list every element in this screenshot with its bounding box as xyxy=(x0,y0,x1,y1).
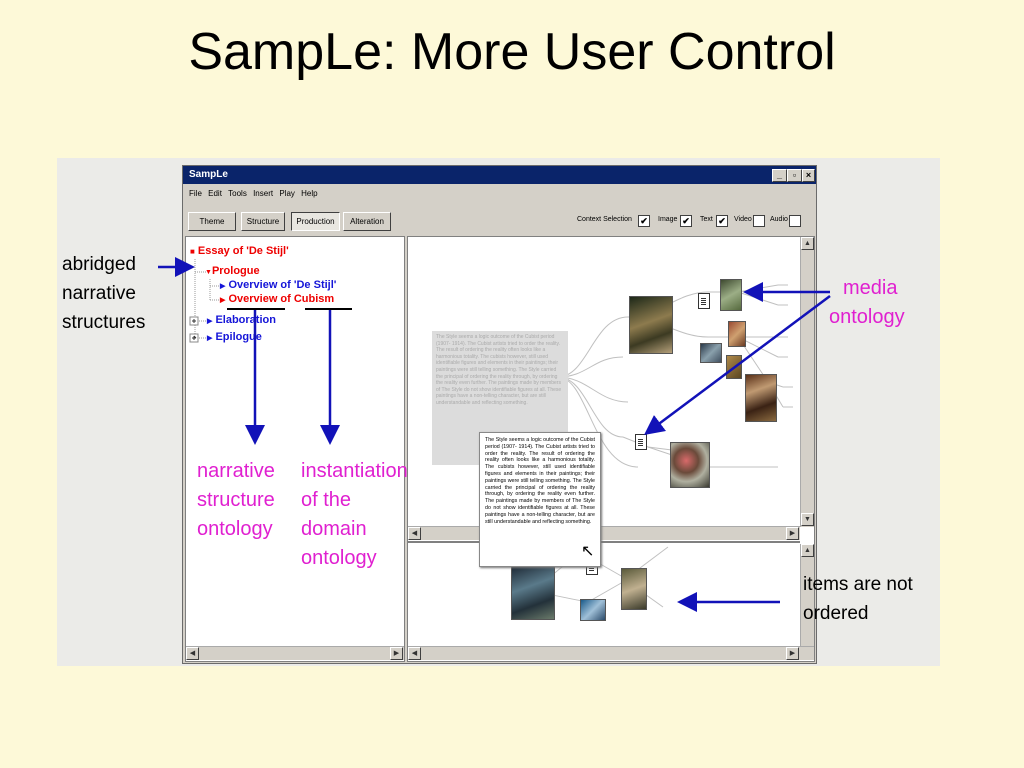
painting-thumbnail[interactable] xyxy=(700,343,722,363)
menu-edit[interactable]: Edit xyxy=(208,189,222,198)
scroll-right-icon[interactable]: ▶ xyxy=(786,527,799,540)
tree-item-overview-cubism[interactable]: ▶ Overview of Cubism xyxy=(220,293,334,305)
text-popup[interactable]: The Style seems a logic outcome of the C… xyxy=(479,432,601,567)
tree-item-label: Overview of 'De Stijl' xyxy=(228,279,337,291)
narrative-tree-pane: ■ Essay of 'De Stijl' ▼Prologue ▶ Overvi… xyxy=(185,236,405,662)
mouse-cursor-icon: ↖ xyxy=(581,543,595,560)
tree-root[interactable]: ■ Essay of 'De Stijl' xyxy=(190,245,289,257)
annotation-line: items are not xyxy=(803,574,913,595)
media-vertical-scrollbar[interactable]: ▲ ▼ xyxy=(800,237,814,527)
annotation-line: media xyxy=(843,277,898,299)
lower-horizontal-scrollbar[interactable]: ◀ ▶ xyxy=(408,646,814,660)
scroll-right-icon[interactable]: ▶ xyxy=(786,647,799,660)
scroll-down-icon[interactable]: ▼ xyxy=(801,513,814,526)
annotation-line: ontology xyxy=(197,518,273,540)
painting-thumbnail[interactable] xyxy=(629,296,673,354)
context-checkbox[interactable]: ✔ xyxy=(638,215,650,227)
annotation-abridged: abridged narrative structures xyxy=(62,250,145,337)
caret-right-icon: ▶ xyxy=(207,335,213,342)
annotation-line: instantiation xyxy=(301,460,408,482)
tab-production[interactable]: Production xyxy=(291,212,340,231)
caret-right-icon: ▶ xyxy=(220,283,226,290)
tab-theme[interactable]: Theme xyxy=(188,212,236,231)
annotation-line: structure xyxy=(197,489,275,511)
lower-vertical-scrollbar[interactable]: ▲ xyxy=(800,544,814,647)
text-popup-content: The Style seems a logic outcome of the C… xyxy=(485,437,595,525)
tree-horizontal-scrollbar[interactable]: ◀ ▶ xyxy=(186,646,404,660)
painting-thumbnail[interactable] xyxy=(745,374,777,422)
painting-thumbnail[interactable] xyxy=(511,564,555,620)
menu-play[interactable]: Play xyxy=(279,189,295,198)
tree-root-label: Essay of 'De Stijl' xyxy=(197,245,289,257)
menu-help[interactable]: Help xyxy=(301,189,318,198)
painting-thumbnail[interactable] xyxy=(726,355,742,379)
scroll-up-icon[interactable]: ▲ xyxy=(801,544,814,557)
tab-alteration[interactable]: Alteration xyxy=(343,212,391,231)
title-bar: SampLe _ ▫ × xyxy=(183,166,816,184)
annotation-line: narrative xyxy=(62,283,136,304)
ghost-text: The Style seems a logic outcome of the C… xyxy=(436,334,562,406)
painting-thumbnail[interactable] xyxy=(670,442,710,488)
menu-bar: File Edit Tools Insert Play Help xyxy=(183,186,816,202)
painting-thumbnail[interactable] xyxy=(728,321,746,347)
annotation-line: ontology xyxy=(301,547,377,569)
menu-tools[interactable]: Tools xyxy=(228,189,247,198)
scroll-left-icon[interactable]: ◀ xyxy=(408,647,421,660)
tree-item-prologue[interactable]: ▼Prologue xyxy=(205,265,260,277)
caret-right-icon: ▶ xyxy=(220,297,226,304)
annotation-line: ontology xyxy=(829,306,905,328)
text-toggle-label: Text xyxy=(700,216,713,223)
annotation-narrative-ontology: narrative structure ontology xyxy=(197,457,275,544)
media-horizontal-scrollbar[interactable]: ◀ ▶ xyxy=(408,526,800,540)
scroll-up-icon[interactable]: ▲ xyxy=(801,237,814,250)
scroll-right-icon[interactable]: ▶ xyxy=(390,647,403,660)
audio-toggle-label: Audio xyxy=(770,216,788,223)
video-toggle-label: Video xyxy=(734,216,752,223)
tree-item-label: Epilogue xyxy=(215,331,262,343)
annotation-line: ordered xyxy=(803,603,869,624)
annotation-line: domain xyxy=(301,518,367,540)
annotation-line: narrative xyxy=(197,460,275,482)
annotation-line: abridged xyxy=(62,254,136,275)
context-selection-label: Context Selection xyxy=(577,216,632,223)
window-title: SampLe xyxy=(189,169,228,180)
tree-item-elaboration[interactable]: ▶ Elaboration xyxy=(207,314,276,326)
scroll-left-icon[interactable]: ◀ xyxy=(186,647,199,660)
annotation-line: structures xyxy=(62,312,146,333)
caret-down-icon: ▼ xyxy=(205,269,212,276)
annotation-line: of the xyxy=(301,489,352,511)
slide-title: SampLe: More User Control xyxy=(188,23,836,81)
root-bullet-icon: ■ xyxy=(190,247,195,256)
image-checkbox[interactable]: ✔ xyxy=(680,215,692,227)
media-pane: The Style seems a logic outcome of the C… xyxy=(407,236,815,662)
image-toggle-label: Image xyxy=(658,216,678,223)
minimize-icon[interactable]: _ xyxy=(772,169,787,182)
audio-checkbox[interactable] xyxy=(789,215,801,227)
tree-item-label: Elaboration xyxy=(215,314,276,326)
document-icon[interactable] xyxy=(635,434,647,450)
tree-item-epilogue[interactable]: ▶ Epilogue xyxy=(207,331,262,343)
painting-thumbnail[interactable] xyxy=(580,599,606,621)
restore-icon[interactable]: ▫ xyxy=(787,169,802,182)
text-checkbox[interactable]: ✔ xyxy=(716,215,728,227)
tree-item-label: Prologue xyxy=(211,265,260,277)
toolbar: Theme Structure Production Alteration Co… xyxy=(183,210,816,234)
tree-item-label: Overview of Cubism xyxy=(228,293,335,305)
menu-insert[interactable]: Insert xyxy=(253,189,274,198)
annotation-media-ontology: media ontology xyxy=(829,274,905,332)
app-window: SampLe _ ▫ × File Edit Tools Insert Play… xyxy=(182,165,817,664)
caret-right-icon: ▶ xyxy=(207,318,213,325)
annotation-domain-ontology: instantiation of the domain ontology xyxy=(301,457,408,573)
scroll-left-icon[interactable]: ◀ xyxy=(408,527,421,540)
tree-lines xyxy=(189,259,219,343)
annotation-items-not-ordered: items are not ordered xyxy=(803,570,913,628)
painting-thumbnail[interactable] xyxy=(621,568,647,610)
close-icon[interactable]: × xyxy=(802,169,815,182)
document-icon[interactable] xyxy=(698,293,710,309)
video-checkbox[interactable] xyxy=(753,215,765,227)
tree-item-overview-de-stijl[interactable]: ▶ Overview of 'De Stijl' xyxy=(220,279,336,291)
menu-file[interactable]: File xyxy=(189,189,202,198)
tab-structure[interactable]: Structure xyxy=(241,212,285,231)
painting-thumbnail[interactable] xyxy=(720,279,742,311)
